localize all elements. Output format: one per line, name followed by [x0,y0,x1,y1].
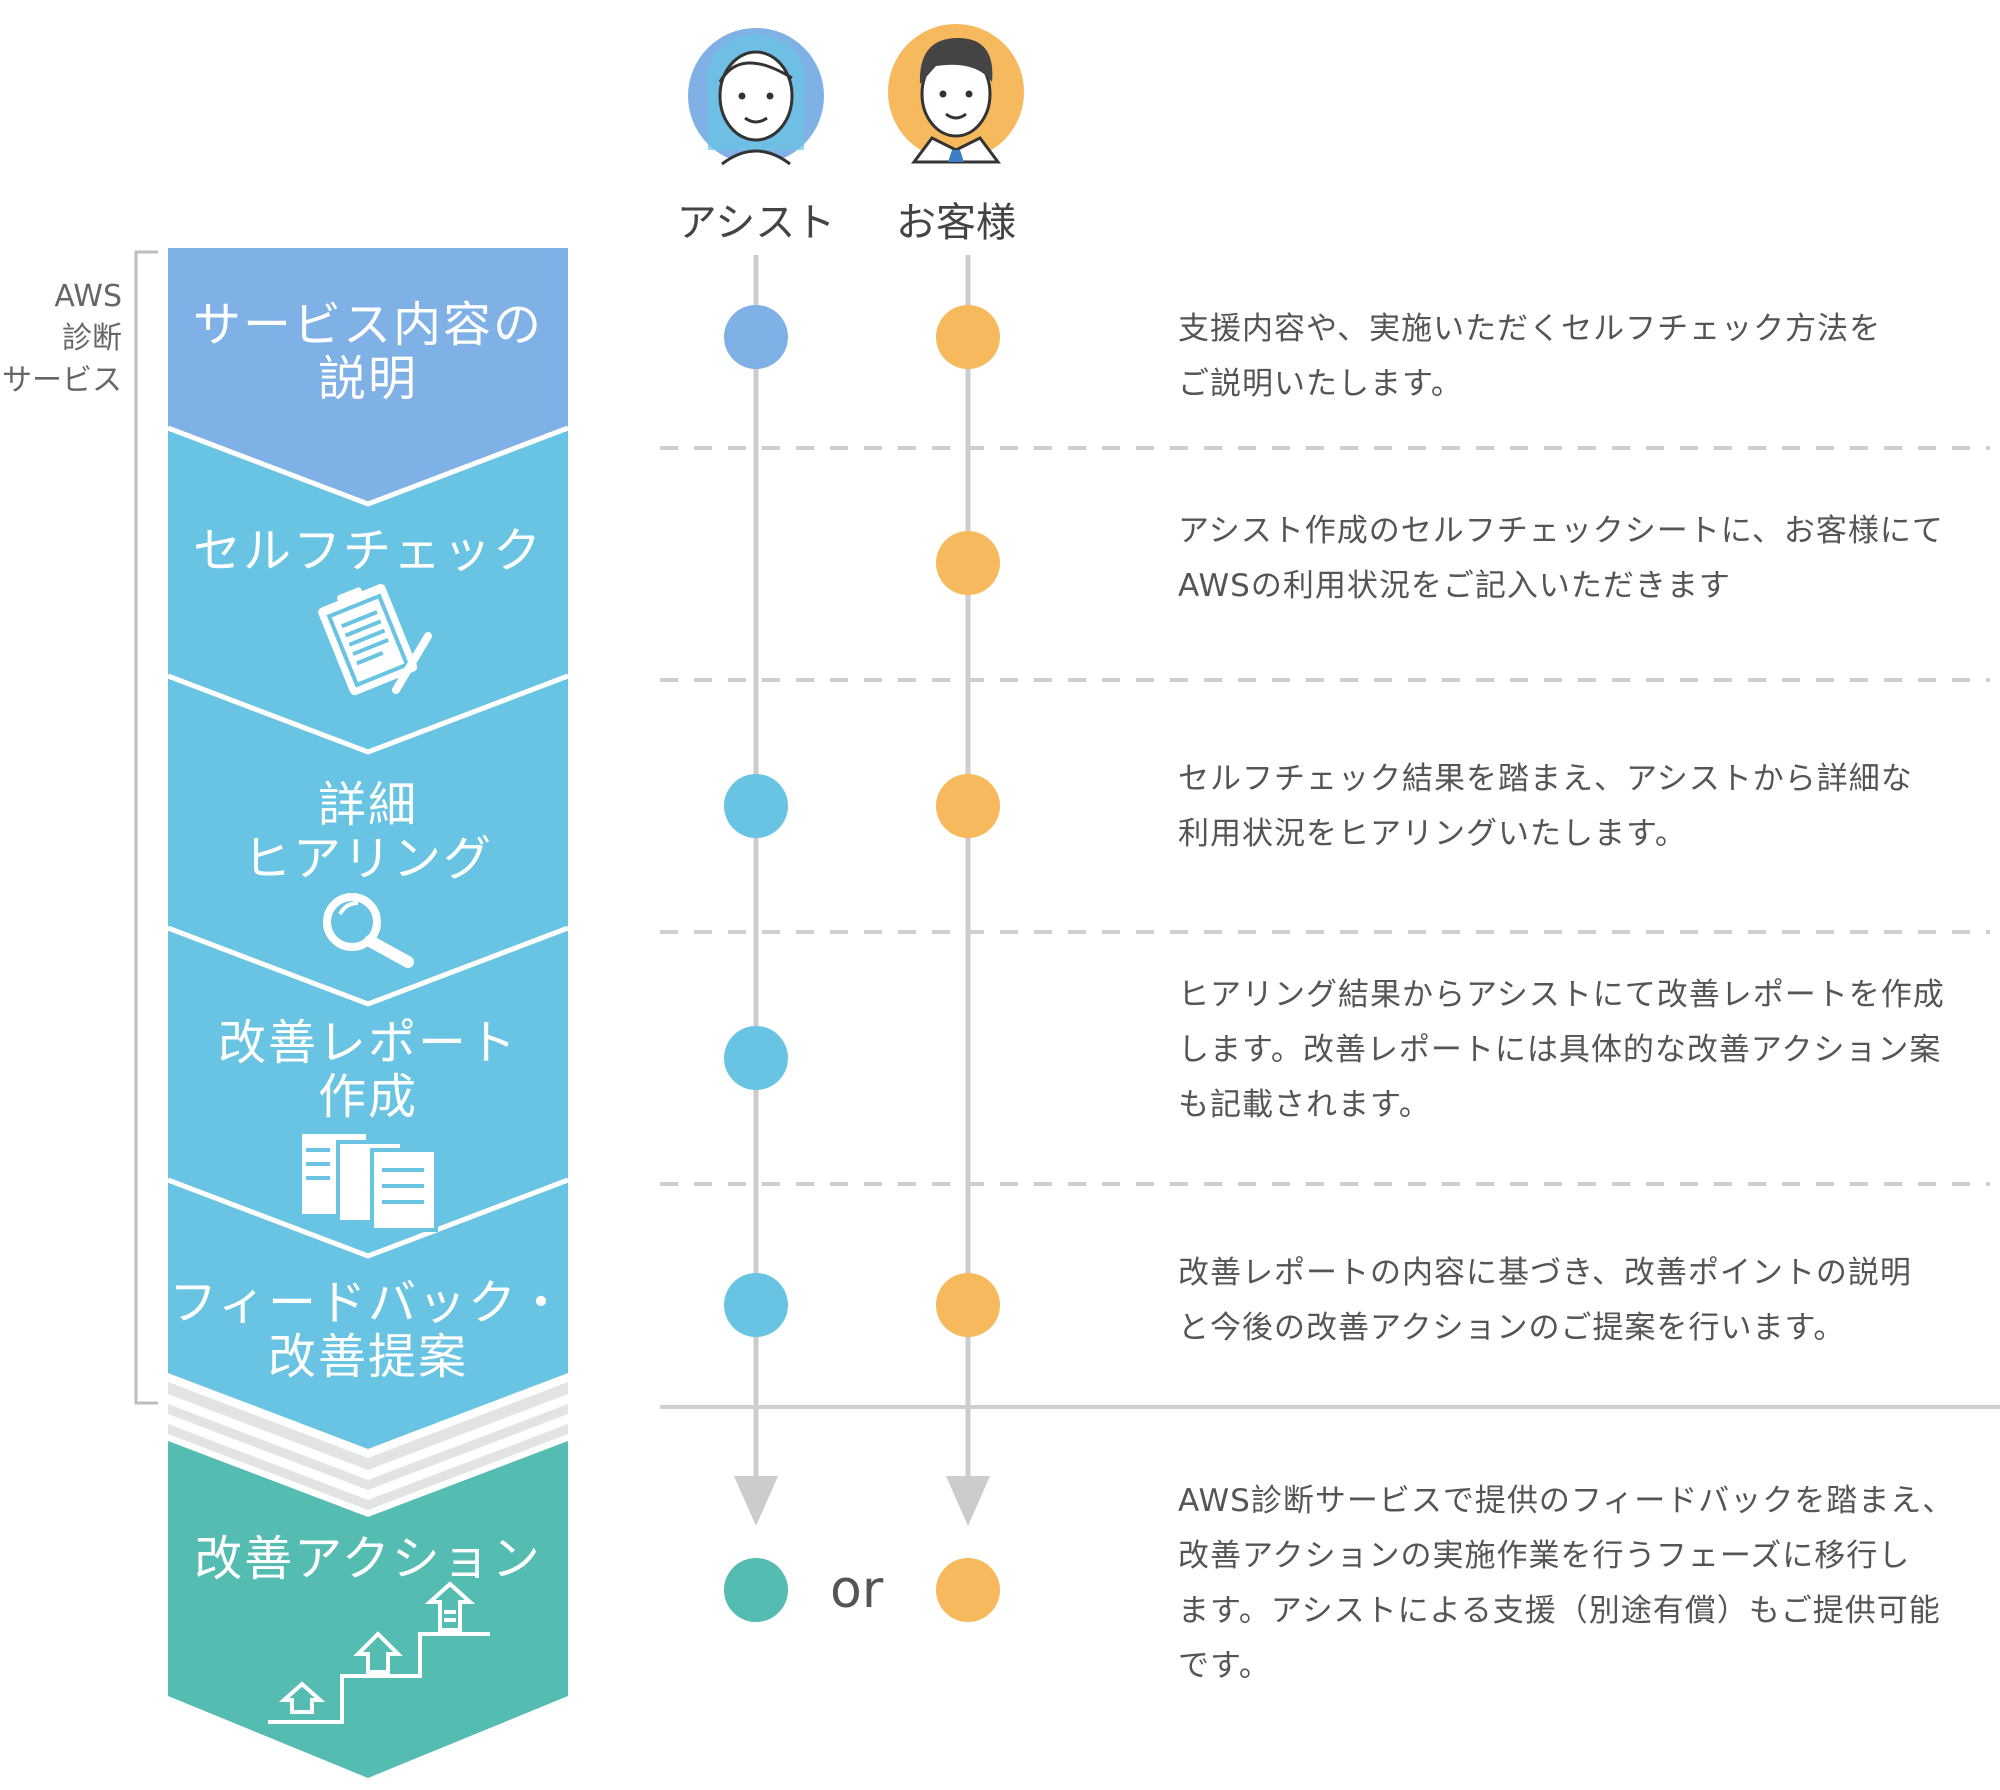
assist-label: アシスト [676,200,836,246]
step-description-final: AWS診断サービスで提供のフィードバックを踏まえ、 改善アクションの実施作業を行… [1178,1483,1955,1684]
or-label: or [830,1560,884,1620]
customer-dot-step-3 [936,774,1000,838]
step-shape-5 [168,1180,568,1449]
step-description-4: ヒアリング結果からアシストにて改善レポートを作成 します。改善レポートには具体的… [1178,977,1945,1123]
customer-dot-step-5 [936,1273,1000,1337]
assist-dot-step-1 [724,305,788,369]
step-description-3: セルフチェック結果を踏まえ、アシストから詳細な 利用状況をヒアリングいたします。 [1178,761,1913,852]
assist-dot-final [724,1558,788,1622]
step-label-4: 改善レポート 作成 [217,1015,518,1125]
customer-arrowhead [946,1476,990,1526]
step-label-3: 詳細 ヒアリング [242,777,493,887]
customer-label: お客様 [896,200,1016,246]
stairs-up-icon [268,1581,490,1724]
customer-dot-step-1 [936,305,1000,369]
assist-dot-step-4 [724,1026,788,1090]
timeline-layer [660,255,2000,1622]
documents-icon [302,1134,438,1232]
step-label-final: 改善アクション [194,1531,542,1587]
step-separators [167,425,569,1259]
customer-avatar [888,24,1024,164]
assist-avatar [688,28,824,166]
step-description-1: 支援内容や、実施いただくセルフチェック方法を ご説明いたします。 [1178,311,1882,402]
pen-icon [392,632,432,694]
customer-dot-step-2 [936,531,1000,595]
aws-diagnostic-service-label: AWS 診断 サービス [2,279,122,398]
customer-dot-final [936,1558,1000,1622]
clipboard-icon [318,583,418,696]
step-shape-1 [168,248,568,504]
step-shape-final [168,1441,568,1778]
assist-dot-step-3 [724,774,788,838]
service-bracket [134,250,158,1405]
step-shape-4 [168,928,568,1256]
step-label-5: フィードバック・ 改善提案 [168,1275,568,1385]
assist-dot-step-5 [724,1273,788,1337]
step-description-2: アシスト作成のセルフチェックシートに、お客様にて AWSの利用状況をご記入いただ… [1178,513,1944,604]
magnifier-icon [323,893,414,968]
step-label-1: サービス内容の 説明 [192,297,543,407]
step-shape-3 [168,676,568,1004]
assist-arrowhead [734,1476,778,1526]
step-label-2: セルフチェック [192,523,543,579]
step-description-5: 改善レポートの内容に基づき、改善ポイントの説明 と今後の改善アクションのご提案を… [1178,1255,1912,1346]
